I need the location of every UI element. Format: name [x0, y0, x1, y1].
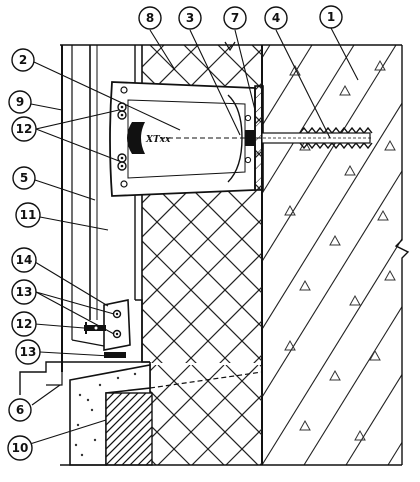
svg-text:11: 11	[20, 208, 37, 222]
svg-text:12: 12	[16, 122, 33, 136]
callout-12-lower: 12	[11, 311, 37, 337]
svg-text:13: 13	[20, 345, 37, 359]
plinth-dashed-boundary	[149, 371, 263, 389]
wall-break-line	[394, 45, 410, 465]
svg-text:10: 10	[12, 441, 29, 455]
callout-13-lower: 13	[15, 339, 41, 365]
callout-8: 8	[138, 6, 162, 30]
bracket-bend	[227, 94, 243, 183]
bracket-inner-edge	[127, 99, 246, 179]
ledge-step	[135, 299, 150, 363]
callout-11: 11	[15, 202, 41, 228]
clamp-assembly	[71, 299, 131, 358]
svg-text:2: 2	[19, 53, 27, 67]
flashing-line	[19, 361, 150, 395]
leader-lines	[29, 27, 359, 445]
svg-text:4: 4	[272, 11, 280, 25]
bracket-hole-r1	[244, 114, 252, 122]
svg-text:6: 6	[16, 403, 24, 417]
concrete-wall-hatch	[262, 45, 402, 465]
anchor-head	[245, 130, 255, 146]
svg-text:8: 8	[146, 11, 154, 25]
lower-trim-line	[46, 372, 63, 386]
bracket-hole-r2	[244, 156, 252, 164]
bracket-assembly: ХТхх	[109, 81, 262, 197]
bracket-slot	[127, 122, 145, 154]
callout-4: 4	[264, 6, 288, 30]
svg-text:9: 9	[16, 95, 24, 109]
callout-12-upper: 12	[11, 116, 37, 142]
callout-1: 1	[319, 5, 343, 29]
callouts: 8 3 7 4 1 2 9 12	[7, 5, 343, 461]
bracket-hole-bottom	[120, 180, 128, 188]
bracket-logo: ХТхх	[145, 135, 171, 145]
clamp-plate	[103, 299, 131, 351]
callout-3: 3	[178, 6, 202, 30]
brick-block	[105, 392, 153, 466]
plinth	[19, 299, 402, 466]
svg-text:13: 13	[16, 285, 33, 299]
svg-text:5: 5	[20, 171, 28, 185]
bottom-fixing	[104, 352, 126, 358]
callout-6: 6	[8, 398, 32, 422]
svg-text:7: 7	[231, 11, 239, 25]
svg-text:3: 3	[186, 11, 194, 25]
callout-10: 10	[7, 435, 33, 461]
svg-text:12: 12	[16, 317, 33, 331]
lower-screw	[84, 322, 106, 334]
anchor-dowel	[245, 126, 373, 150]
callout-14: 14	[11, 247, 37, 273]
callout-7: 7	[223, 6, 247, 30]
callout-2: 2	[11, 48, 35, 72]
top-break-mark	[224, 41, 236, 52]
svg-text:14: 14	[16, 253, 33, 267]
bracket-hole-top	[120, 86, 128, 94]
rivet-group-lower	[117, 153, 127, 171]
bracket-plate	[109, 81, 256, 197]
callout-13-upper: 13	[11, 279, 37, 305]
callout-5: 5	[12, 166, 36, 190]
svg-text:1: 1	[327, 10, 335, 24]
callout-9: 9	[8, 90, 32, 114]
